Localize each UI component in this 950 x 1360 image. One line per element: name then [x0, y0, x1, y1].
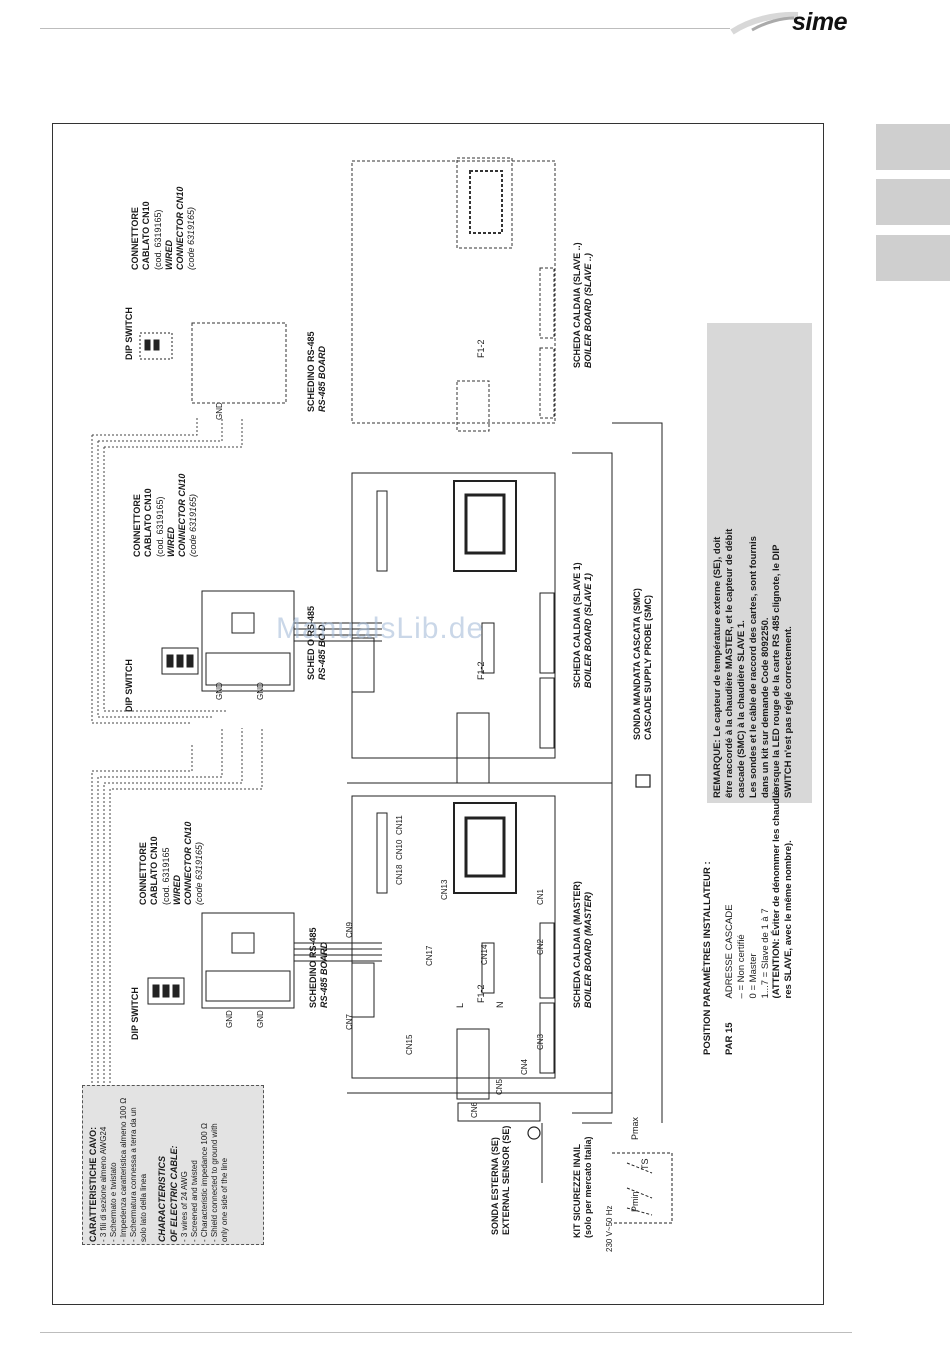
inail-kit-label: KIT SICUREZZE INAIL (solo per mercato It… [572, 1136, 594, 1238]
external-sensor-symbol [527, 1126, 541, 1140]
fuse-label-slave-n: F1-2 [476, 339, 486, 358]
pmax-label: Pmax [630, 1116, 640, 1140]
footer-rule [40, 1332, 852, 1333]
chapter-tab-2[interactable] [876, 179, 950, 225]
slave1-board-label: SCHEDA CALDAIA (SLAVE 1) BOILER BOARD (S… [572, 562, 594, 688]
installer-title: POSITION PARAMÈTRES INSTALLATEUR : [702, 861, 713, 1055]
cn-label: CN3 [536, 1033, 545, 1050]
cable-line-it: - Impedenza caratteristica almeno 100 Ω [119, 1097, 129, 1242]
cn-label: CN5 [495, 1078, 504, 1095]
wiring-diagram [91, 157, 812, 1224]
slave-n-board [351, 160, 556, 424]
rs485-board-master [201, 912, 295, 1009]
dip-switch-slave-n [139, 332, 173, 360]
cable-line-en: - Screened and twisted [189, 1160, 199, 1242]
dip-switch-master [147, 977, 185, 1005]
connector-label-slave1: CONNETTORE CABLATO CN10 (cod. 6319165) W… [132, 473, 199, 557]
slave1-board [351, 472, 556, 759]
header-rule [40, 28, 730, 29]
watermark: ManualsLib.de [276, 612, 485, 645]
rs485-label-slave-n: SCHEDINO RS-485 RS-485 BOARD [306, 331, 328, 412]
cn-label: CN4 [520, 1058, 529, 1075]
external-sensor-label: SONDA ESTERNA (SE) EXTERNAL SENSOR (SE) [490, 1125, 512, 1235]
sime-logo-swoosh [730, 11, 799, 35]
cable-line-en: only one side of the line [219, 1157, 229, 1242]
par-code: PAR 15 [723, 1022, 735, 1055]
fuse-label-master: F1-2 [476, 984, 486, 1003]
cn-label: CN14 [480, 944, 489, 965]
cn-label: CN7 [345, 1013, 354, 1030]
par-row: 1...7 = Slave de 1 à 7 [759, 908, 771, 999]
attention-note: (ATTENTION: Éviter de dénommer les chaud… [771, 786, 783, 999]
dip-switch-label-slave1: DIP SWITCH [124, 659, 134, 712]
cn-label: CN15 [405, 1034, 414, 1055]
gnd-label-slave1-2: GND [256, 682, 265, 700]
cn-label: CN2 [536, 938, 545, 955]
dip-switch-label-slave-n: DIP SWITCH [124, 307, 134, 360]
gnd-label-slave1: GND [215, 682, 224, 700]
line-label: L [455, 1002, 465, 1008]
cn-label: CN18 [395, 864, 404, 885]
cn-label: CN6 [470, 1101, 479, 1118]
fuse-label-slave1: F1-2 [476, 661, 486, 680]
rs485-label-master: SCHEDINO RS-485 RS-485 BOARD [308, 927, 330, 1008]
sime-logo: sime [792, 8, 847, 36]
cn-label: CN13 [440, 879, 449, 900]
par-row: 0 = Master [747, 953, 759, 999]
cable-line-en: - 3 wires of 24 AWG [179, 1171, 189, 1242]
remark-panel [707, 323, 812, 803]
cable-characteristics-text: CARATTERISTICHE CAVO: - 3 fili di sezion… [88, 1098, 230, 1242]
par-name: ADRESSE CASCADE [723, 904, 735, 999]
cn-label: CN17 [425, 945, 434, 966]
cable-line-it: - Schermato e twistato [109, 1162, 119, 1242]
par-row: – = Non certifié [735, 934, 747, 999]
cable-characteristics-box [82, 1085, 264, 1245]
cable-title-it: CARATTERISTICHE CAVO: [88, 1126, 98, 1242]
chapter-tab-1[interactable] [876, 124, 950, 170]
installer-parameters: POSITION PARAMÈTRES INSTALLATEUR : PAR 1… [702, 787, 795, 1055]
master-display [453, 802, 517, 894]
pmin-label: Pmin [630, 1191, 640, 1212]
remark-text: REMARQUE: Le capteur de température exte… [712, 528, 795, 798]
smc-probe-label: SONDA MANDATA CASCATA (SMC) CASCADE SUPP… [632, 588, 654, 740]
dip-switch-label-master: DIP SWITCH [130, 987, 140, 1040]
smc-sensor-symbol [635, 774, 651, 788]
mains-label: 230 V~50 Hz [605, 1205, 614, 1252]
cn-label: CN9 [345, 921, 354, 938]
dip-switch-slave1 [161, 647, 199, 675]
cn-label: CN10 [395, 839, 404, 860]
master-board-label: SCHEDA CALDAIA (MASTER) BOILER BOARD (MA… [572, 881, 594, 1008]
cable-line-en: - Shield connected to ground with [209, 1123, 219, 1242]
chapter-tab-3[interactable] [876, 235, 950, 281]
slave1-display [453, 480, 517, 572]
gnd-label-master-2: GND [256, 1010, 265, 1028]
cable-title-en: CHARACTERISTICS [157, 1155, 168, 1242]
attention-note-2: res SLAVE, avec le même nombre). [783, 840, 795, 999]
connector-label-master: CONNETTORE CABLATO CN10 (cod. 6319165 WI… [138, 821, 205, 905]
cn-label: CN11 [395, 815, 404, 835]
ts-label: TS [640, 1158, 650, 1170]
cable-line-en: - Characteristic impedance 100 Ω [199, 1123, 209, 1242]
cable-line-it: solo lato della linea [139, 1173, 149, 1242]
neutral-label: N [495, 1001, 505, 1009]
cable-line-it: - Schermatura connessa a terra da un [129, 1107, 139, 1242]
master-board [351, 795, 556, 1079]
connector-label-slave-n: CONNETTORE CABLATO CN10 (cod. 6319165) W… [130, 186, 197, 270]
wiring-diagram-frame [52, 123, 824, 1305]
cn-label: CN1 [536, 888, 545, 905]
gnd-label-master: GND [225, 1010, 234, 1028]
cable-line-it: - 3 fili di sezione almeno AWG24 [99, 1126, 109, 1242]
gnd-label-slave-n: GND [215, 402, 224, 420]
slave-n-board-label: SCHEDA CALDAIA (SLAVE ..) BOILER BOARD (… [572, 242, 594, 368]
cable-title-en-2: OF ELECTRIC CABLE: [168, 1145, 179, 1243]
